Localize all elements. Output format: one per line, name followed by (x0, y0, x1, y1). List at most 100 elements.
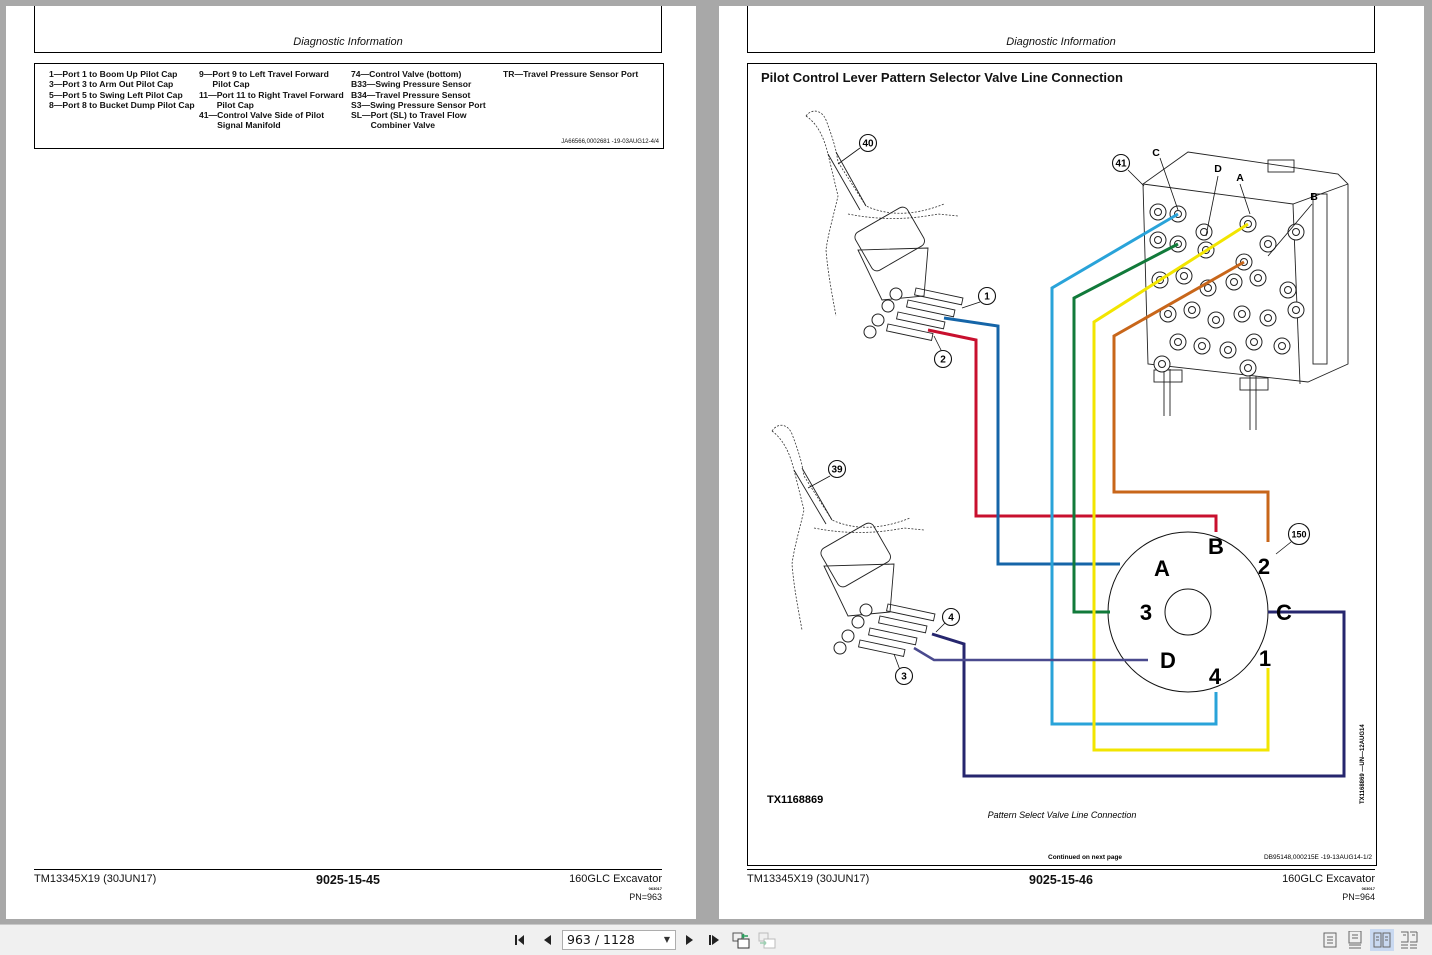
line-red-port2-to-B (927, 328, 1218, 532)
manifold-fitting-core (1250, 338, 1258, 346)
manifold-fitting-core (1200, 228, 1208, 236)
legend-value: Port 5 to Swing Left Pilot Cap (62, 89, 183, 100)
manifold-fitting-core (1278, 342, 1286, 350)
legend-item: S3—Swing Pressure Sensor Port (351, 100, 501, 110)
pdf-page-left: Diagnostic Information 1—Port 1 to Boom … (6, 6, 696, 919)
manifold-port-C: C (1152, 147, 1160, 159)
legend-value: Control Valve Side of Pilot Signal Manif… (217, 110, 325, 131)
legend-item: 1—Port 1 to Boom Up Pilot Cap (49, 69, 199, 79)
sync-view-icon (732, 932, 750, 949)
callout-3: 3 (901, 672, 907, 683)
view-single-page-button[interactable] (1318, 929, 1342, 951)
hydraulic-lines (913, 212, 1346, 778)
figure-vertical-reference: TX1168869 —UN—12AUG14 (1360, 724, 1366, 804)
callout-41: 41 (1115, 159, 1127, 170)
legend-value: Port 3 to Arm Out Pilot Cap (62, 79, 174, 90)
line-lightblue-C-to-4 (1050, 212, 1218, 726)
compare-view-button[interactable] (757, 930, 777, 950)
manifold-fitting-core (1244, 364, 1252, 372)
footer-page-code: 9025-15-45 (316, 873, 380, 887)
page-number-select[interactable]: 963 / 1128 ▼ (562, 930, 676, 950)
previous-page-icon (544, 935, 551, 945)
viewer-toolbar: 963 / 1128 ▼ (0, 924, 1432, 955)
legend-item: B33—Swing Pressure Sensor (351, 79, 501, 89)
legend-value: Swing Pressure Sensor (375, 79, 472, 90)
line-navy-port4-to-C (931, 610, 1346, 778)
next-page-button[interactable] (680, 930, 700, 950)
legend-value: Travel Pressure Sensor Port (523, 69, 639, 79)
callout-40: 40 (862, 139, 874, 150)
previous-page-button[interactable] (537, 930, 557, 950)
lever-upper-ports (863, 287, 964, 341)
pin-label-3: 3 (1140, 600, 1152, 625)
footer-model: 160GLC Excavator (1282, 873, 1375, 885)
manifold-port-labels: C D A B (1152, 147, 1318, 257)
footer-date-code: 063017 (648, 886, 662, 891)
footer-date-code: 063017 (1361, 886, 1375, 891)
page-header: Diagnostic Information (34, 6, 662, 53)
pin-label-2: 2 (1258, 554, 1270, 579)
callout-39: 39 (831, 465, 843, 476)
page-number-value: 963 / 1128 (567, 932, 635, 947)
page-footer: TM13345X19 (30JUN17) 9025-15-46 160GLC E… (747, 869, 1375, 910)
chevron-down-icon: ▼ (663, 935, 670, 944)
pilot-control-lever-lower (771, 424, 936, 657)
callout-1: 1 (984, 292, 990, 303)
manifold-port-A: A (1236, 172, 1244, 184)
view-continuous-button[interactable] (1343, 929, 1367, 951)
view-two-page-continuous-button[interactable] (1397, 929, 1421, 951)
first-page-button[interactable] (512, 930, 532, 950)
manifold-fitting-core (1158, 360, 1166, 368)
line-blue-port1-to-A (943, 316, 1120, 566)
header-title: Diagnostic Information (1006, 36, 1116, 48)
manifold-fitting-core (1264, 314, 1272, 322)
pilot-control-lever-upper (805, 110, 964, 341)
manifold-fitting-core (1224, 346, 1232, 354)
footer-model: 160GLC Excavator (569, 873, 662, 885)
pin-label-A: A (1154, 556, 1170, 581)
legend-column-2: 9—Port 9 to Left Travel Forward Pilot Ca… (199, 69, 349, 131)
manifold-fitting-core (1212, 316, 1220, 324)
legend-value: Port 9 to Left Travel Forward Pilot Cap (212, 69, 329, 90)
page-footer: TM13345X19 (30JUN17) 9025-15-45 160GLC E… (34, 869, 662, 910)
legend-item: 9—Port 9 to Left Travel Forward Pilot Ca… (199, 69, 349, 90)
lever-lower-ports (833, 603, 936, 657)
legend-item: 5—Port 5 to Swing Left Pilot Cap (49, 90, 199, 100)
callout-4: 4 (948, 613, 954, 624)
legend-value: Port 11 to Right Travel Forward Pilot Ca… (216, 89, 344, 110)
manifold-port-D: D (1214, 163, 1222, 175)
manifold-port-B: B (1310, 191, 1318, 203)
first-page-icon (515, 935, 524, 945)
legend-column-3: 74—Control Valve (bottom)B33—Swing Press… (351, 69, 501, 131)
connector-pin-labels: B A 2 3 C D 1 4 (1140, 534, 1292, 689)
view-two-page-button[interactable] (1370, 929, 1394, 951)
legend-key: 8— (49, 99, 63, 110)
figure-title: Pilot Control Lever Pattern Selector Val… (761, 70, 1123, 85)
page-header: Diagnostic Information (747, 6, 1375, 53)
manifold-fitting-core (1264, 240, 1272, 248)
continued-note: Continued on next page (1048, 854, 1123, 861)
legend-item: TR—Travel Pressure Sensor Port (503, 69, 663, 79)
pin-label-1: 1 (1259, 646, 1271, 671)
figure-caption: Pattern Select Valve Line Connection (987, 810, 1137, 820)
continuous-page-icon (1348, 931, 1362, 949)
manifold-fitting-core (1284, 286, 1292, 294)
last-page-button[interactable] (704, 930, 724, 950)
footer-manual: TM13345X19 (30JUN17) (34, 873, 157, 885)
legend-key: 9— (199, 69, 213, 79)
next-page-icon (686, 935, 693, 945)
sync-view-button[interactable] (731, 930, 751, 950)
manifold-fitting-core (1254, 274, 1262, 282)
single-page-icon (1323, 932, 1337, 948)
header-title: Diagnostic Information (293, 36, 403, 48)
legend-key: 3— (49, 79, 63, 90)
legend-item: 41—Control Valve Side of Pilot Signal Ma… (199, 110, 349, 131)
legend-value: Port (SL) to Travel Flow Combiner Valve (370, 110, 467, 131)
callout-150: 150 (1291, 530, 1306, 540)
two-page-continuous-icon (1401, 931, 1418, 949)
manifold-fitting-core (1154, 236, 1162, 244)
figure-id: TX1168869 (767, 794, 824, 806)
manifold-fitting-core (1154, 208, 1162, 216)
